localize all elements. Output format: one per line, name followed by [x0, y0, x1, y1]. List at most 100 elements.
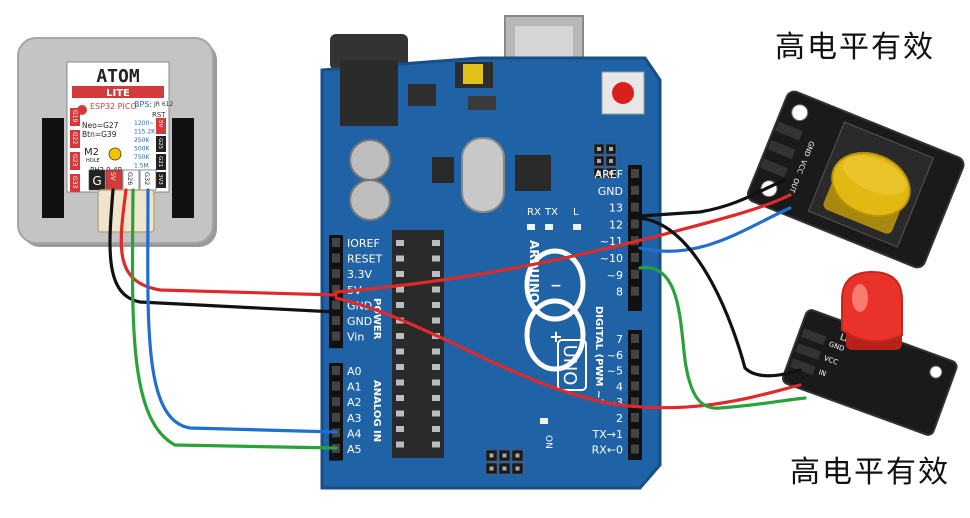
atom-jr-label: JR 612 [153, 101, 173, 108]
wire-atom-5v [119, 188, 338, 297]
atom-left-header [42, 118, 64, 218]
header-socket [332, 381, 340, 391]
atmega-pin [396, 379, 404, 386]
atom-left-pin-label: G22 [71, 132, 78, 144]
analog-header-label: ANALOG IN [371, 380, 382, 442]
wire-atom-gnd [108, 188, 338, 314]
caption-active-high-bottom: 高电平有效 [790, 455, 950, 490]
wire-led-vcc [334, 296, 802, 410]
on-label: ON [543, 435, 553, 449]
atmega-chip [392, 230, 444, 458]
header-socket [332, 316, 340, 325]
atom-bps-value: 750K [134, 154, 150, 161]
header-socket [332, 331, 340, 341]
icsp-pin-core [597, 147, 601, 151]
fuse-component [463, 64, 483, 84]
led-pin-gnd [800, 328, 827, 345]
atom-right-pin-label: 5V [157, 120, 163, 127]
header-pin-label: A1 [347, 381, 362, 394]
atmega-pin [396, 348, 404, 355]
led-pin-in-label: IN [817, 368, 827, 378]
header-pin-label: Vin [347, 331, 364, 344]
digital-pin-label: 7 [616, 333, 623, 346]
capacitor-1 [349, 139, 391, 181]
atom-bps-value: 115.2K [134, 129, 156, 136]
tx-led [545, 224, 553, 230]
header-socket [631, 397, 639, 407]
led-mount-hole [929, 365, 943, 379]
digital-pin-label: GND [598, 185, 623, 198]
led-pin-in [789, 358, 816, 376]
rx-label: RX [527, 207, 541, 218]
reset-button-cap [612, 82, 634, 104]
icsp-pin-core [597, 159, 601, 163]
header-socket [631, 413, 639, 422]
icsp-pin-core [489, 466, 494, 471]
wire-led-gnd [638, 216, 802, 378]
wire-button-vcc [334, 193, 792, 294]
header-socket [631, 253, 639, 262]
atmega-pin [396, 286, 404, 293]
atmega-pin [396, 410, 404, 417]
atom-right-pin-bg [156, 136, 166, 152]
header-socket [631, 202, 639, 212]
atom-left-pin-label: G19 [71, 110, 78, 122]
digital-pin-label: AREF [595, 168, 623, 181]
header-pin-label: RESET [347, 253, 383, 266]
atom-bottom-pin-bg [88, 169, 106, 191]
svg-text:+: + [549, 327, 562, 346]
atom-left-pin-bg [70, 174, 80, 192]
atom-bottom-pin-label: G [92, 174, 101, 188]
led-bulb-icon [841, 270, 903, 350]
button-mount-hole-1 [791, 104, 809, 122]
header-pin-label: A4 [347, 427, 362, 440]
atom-m2-label: M2 [84, 147, 99, 158]
icsp-pin-core [609, 171, 613, 175]
atmega-pin [432, 302, 440, 308]
atom-sub-label: LITE [106, 88, 130, 99]
atmega-pin [396, 395, 404, 401]
button-pin-vcc [767, 140, 796, 160]
atom-bps-value: 500K [134, 146, 150, 153]
digital-pin-label: ~5 [607, 365, 623, 378]
digital-strip-bottom [628, 330, 642, 460]
led-bulb-dome [841, 270, 903, 343]
icsp-pin-core [515, 453, 520, 458]
icsp-header-top [593, 143, 617, 179]
led-bulb-highlight [852, 284, 868, 312]
header-socket [631, 286, 639, 296]
atom-right-pin-bg [156, 154, 166, 170]
header-socket [631, 219, 639, 229]
digital-pin-label: 12 [609, 218, 623, 231]
button-pin-out [760, 158, 789, 178]
atom-rgb-led-icon [108, 147, 122, 161]
atom-bottom-pin-label: G26 [126, 172, 134, 185]
barrel-jack [340, 60, 398, 126]
atmega-pin [432, 240, 440, 246]
atmega-pin [396, 333, 404, 339]
digital-pin-label: 8 [616, 286, 623, 299]
atmega-pin [396, 441, 404, 448]
uno-model-label: UNO [559, 345, 580, 386]
header-socket [631, 269, 639, 279]
header-pin-label: IOREF [347, 237, 380, 250]
atom-rst-label: RST [152, 111, 166, 119]
atom-left-pin-label: G33 [71, 176, 78, 188]
header-socket [631, 381, 639, 391]
header-socket [631, 365, 639, 375]
atom-chip-label: ESP32 PICO [90, 102, 137, 111]
small-ic [468, 96, 496, 110]
header-pin-label: A3 [347, 412, 362, 425]
atmega-pin [432, 426, 440, 432]
header-socket [332, 397, 340, 407]
atmega-pin [432, 410, 440, 417]
atmega-pin [432, 271, 440, 277]
icsp-pin-core [502, 453, 507, 458]
